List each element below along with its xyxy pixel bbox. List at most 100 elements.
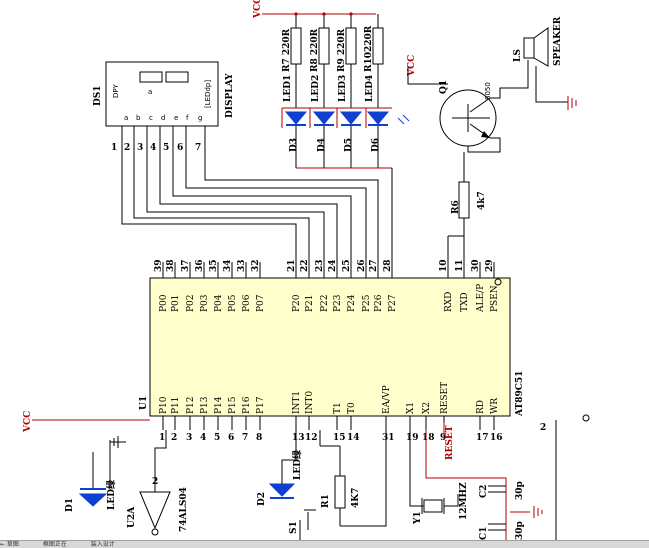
top-pin-number: 11 bbox=[455, 259, 465, 272]
inverter-u2a[interactable]: U2A 74ALS04 2 bbox=[127, 430, 189, 536]
top-pin-number: 27 bbox=[369, 259, 379, 272]
u2-type-label: 74ALS04 bbox=[179, 487, 189, 532]
svg-text:7: 7 bbox=[195, 143, 201, 153]
d4-label: D4 bbox=[317, 138, 327, 152]
led-d5[interactable]: LED3 D5 bbox=[338, 75, 363, 152]
bottom-pin-number: 6 bbox=[228, 433, 234, 443]
y1-label: Y1 bbox=[413, 511, 423, 525]
vcc-top-rail: VCC bbox=[253, 0, 376, 19]
speaker-ls[interactable]: LS SPEAKER bbox=[513, 16, 563, 67]
ground-icon bbox=[567, 96, 577, 110]
transistor-q1[interactable]: Q1 8050 bbox=[439, 80, 497, 147]
u2-pin-label: 2 bbox=[152, 477, 158, 487]
bottom-pin-number: 7 bbox=[242, 433, 248, 443]
status-item: 装入设计 bbox=[90, 541, 115, 548]
bottom-pin-name: P14 bbox=[214, 396, 224, 414]
crystal-y1[interactable]: Y1 12MHZ bbox=[409, 430, 469, 525]
display-bus-wires bbox=[121, 126, 393, 278]
bottom-pin-name: T0 bbox=[347, 402, 357, 414]
svg-text:6: 6 bbox=[177, 143, 183, 153]
led-d1[interactable]: D1 LED绿 bbox=[65, 452, 117, 512]
bottom-pin-number: 3 bbox=[186, 433, 192, 443]
r6-label: R6 bbox=[451, 200, 461, 214]
svg-text:f: f bbox=[186, 114, 189, 122]
top-pin-name: TXD bbox=[460, 292, 470, 312]
top-pin-number: 29 bbox=[485, 259, 495, 272]
svg-text:2: 2 bbox=[124, 143, 130, 153]
bottom-pin-name: P12 bbox=[186, 396, 196, 414]
bottom-pin-name: INT1 bbox=[292, 391, 302, 414]
d1-led-label: LED绿 bbox=[105, 479, 117, 510]
status-item: 框图正在 bbox=[42, 541, 67, 548]
light-emission-icon bbox=[397, 114, 410, 125]
bottom-pin-number: 2 bbox=[171, 433, 177, 443]
led-d3[interactable]: LED1 D3 bbox=[283, 75, 308, 152]
d4-led-label: LED2 bbox=[311, 75, 321, 102]
u1-label: U1 bbox=[139, 396, 149, 410]
top-pin-number: 24 bbox=[328, 259, 338, 272]
bottom-pin-name: X1 bbox=[406, 402, 416, 414]
top-pin-name: P20 bbox=[292, 294, 302, 312]
push-button-s1[interactable]: S1 bbox=[289, 509, 316, 540]
d6-label: D6 bbox=[371, 138, 381, 152]
bottom-pin-name: P16 bbox=[242, 396, 252, 414]
resistor-r10[interactable]: R10220R bbox=[364, 14, 384, 108]
led-d2[interactable]: D2 LED绿 bbox=[257, 430, 303, 506]
bottom-pin-number: 12 bbox=[305, 433, 318, 443]
resistor-r9[interactable]: R9 220R bbox=[337, 14, 357, 108]
bottom-pin-number: 16 bbox=[490, 433, 503, 443]
top-pin-name: RXD bbox=[444, 292, 454, 312]
u2a-label: U2A bbox=[127, 506, 137, 528]
bottom-pin-name: RESET bbox=[440, 382, 450, 414]
r6-value-label: 4k7 bbox=[477, 191, 487, 210]
display-name-label: DISPLAY bbox=[225, 73, 235, 118]
top-pin-name: P27 bbox=[388, 294, 398, 312]
bottom-pin-name: P15 bbox=[228, 396, 238, 414]
resistor-r7[interactable]: R7 220R bbox=[282, 14, 302, 108]
vcc-top-label: VCC bbox=[253, 0, 263, 19]
top-pin-number: 25 bbox=[342, 259, 352, 272]
capacitor-c1[interactable]: C1 30p bbox=[479, 521, 525, 540]
vcc-q1-label: VCC bbox=[407, 55, 417, 77]
xtal-label: 12MHZ bbox=[459, 482, 469, 520]
svg-text:5: 5 bbox=[163, 143, 169, 153]
r9-label: R9 220R bbox=[337, 28, 347, 72]
bottom-pin-name: P10 bbox=[159, 396, 169, 414]
bottom-pin-number: 9 bbox=[440, 433, 446, 443]
seven-segment-display[interactable]: DS1 DISPLAY DPY [LEDdp] a a b c d e f g bbox=[93, 61, 235, 127]
top-pin-number: 38 bbox=[166, 259, 176, 272]
resistor-bank: R7 220R R8 220R R9 220R R10220R bbox=[282, 12, 384, 108]
capacitor-c2[interactable]: C2 30p bbox=[479, 481, 525, 500]
d2-label: D2 bbox=[257, 492, 267, 506]
led-d6[interactable]: LED4 D6 bbox=[365, 75, 390, 152]
bottom-pin-number: 31 bbox=[382, 433, 395, 443]
bottom-pin-number: 14 bbox=[347, 433, 360, 443]
resistor-r1[interactable]: R1 4K7 bbox=[321, 446, 361, 526]
bottom-pin-number: 13 bbox=[292, 433, 305, 443]
bottom-pin-number: 19 bbox=[406, 433, 419, 443]
led-d4[interactable]: LED2 D4 bbox=[311, 75, 336, 152]
top-pin-number: 10 bbox=[439, 259, 449, 272]
top-pin-name: P22 bbox=[320, 294, 330, 312]
top-pin-name: P03 bbox=[200, 294, 210, 312]
resistor-r6[interactable]: R6 4k7 bbox=[451, 152, 487, 278]
bottom-pin-name: RD bbox=[476, 400, 486, 414]
microcontroller-u1[interactable]: U1 AT89C51 bbox=[139, 277, 525, 417]
c2-value-label: 30p bbox=[515, 481, 525, 500]
svg-text:DPY: DPY bbox=[112, 84, 120, 98]
bottom-pin-name: P13 bbox=[200, 396, 210, 414]
resistor-r8[interactable]: R8 220R bbox=[310, 14, 330, 108]
top-pin-name: P21 bbox=[305, 294, 315, 312]
reset-net: RESET bbox=[443, 422, 455, 460]
top-pin-name: P24 bbox=[347, 294, 357, 312]
c2-label: C2 bbox=[479, 485, 489, 498]
svg-text:1: 1 bbox=[111, 143, 117, 153]
s1-label: S1 bbox=[289, 521, 299, 534]
bottom-pin-number: 5 bbox=[214, 433, 220, 443]
q1-type-label: 8050 bbox=[484, 82, 492, 100]
top-pin-name: P07 bbox=[256, 294, 266, 312]
ls-label: LS bbox=[513, 49, 523, 62]
top-pin-number: 36 bbox=[195, 259, 205, 272]
bottom-pin-number: 18 bbox=[422, 433, 435, 443]
